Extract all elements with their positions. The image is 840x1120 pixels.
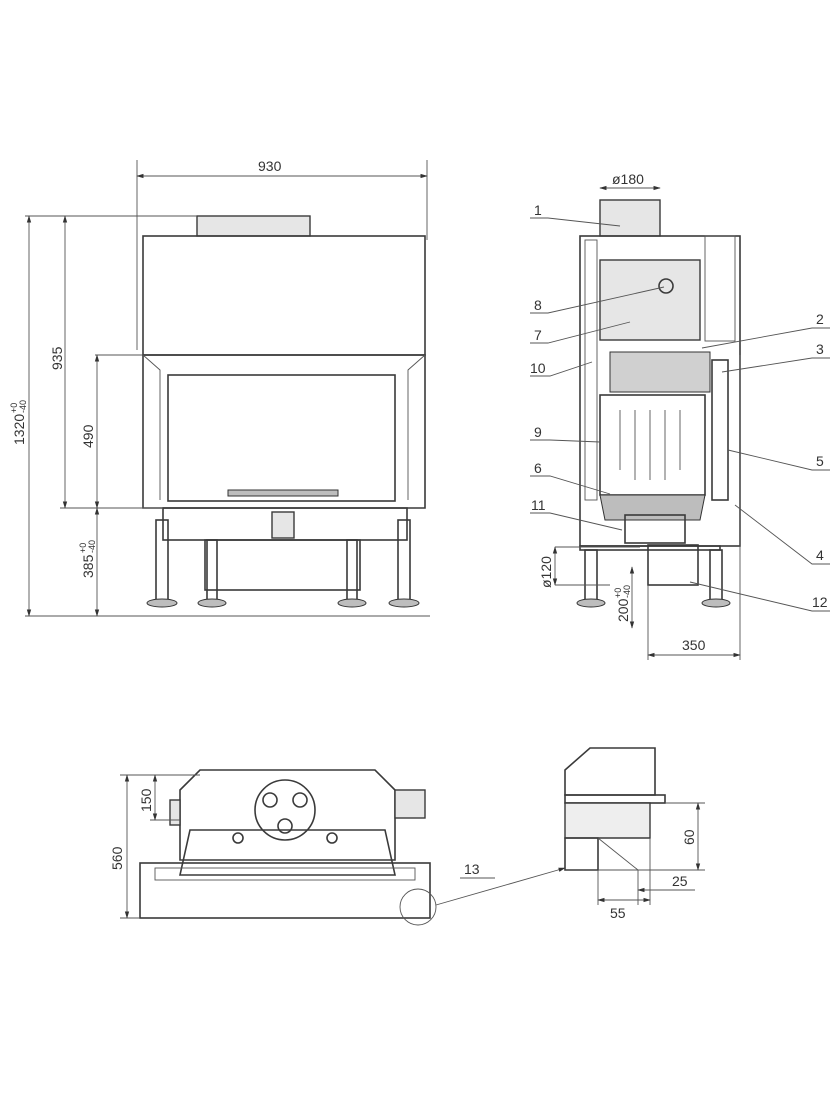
opening-height-dimension: 490 — [80, 424, 96, 448]
side-section-view: ø180 ø120 200 +0 -40 3 — [530, 171, 830, 660]
callout-2: 2 — [816, 311, 824, 327]
detail-inner-dimension: 25 — [672, 873, 688, 889]
callout-11: 11 — [531, 497, 546, 513]
plan-view: 560 150 13 — [109, 769, 566, 926]
depth-dimension: 350 — [682, 637, 706, 653]
legs — [146, 519, 420, 608]
base-height-dimension: 385 — [80, 554, 96, 578]
total-height-dimension: 1320 — [11, 414, 27, 445]
flue-outlet — [599, 199, 661, 237]
flue-diameter-dimension: ø180 — [612, 171, 644, 187]
plan-depth-dimension: 560 — [109, 846, 125, 870]
callout-5: 5 — [816, 453, 824, 469]
upper-hood — [142, 235, 426, 356]
firebox — [599, 394, 706, 496]
ash-box — [204, 539, 361, 591]
detail-callout-13: 13 — [464, 861, 480, 877]
flue-collar — [196, 215, 311, 237]
callout-7: 7 — [534, 327, 542, 343]
callout-6: 6 — [534, 460, 542, 476]
callout-10: 10 — [530, 360, 546, 376]
air-inlet — [647, 544, 699, 586]
callout-12: 12 — [812, 594, 828, 610]
air-inlet-diameter-dimension: ø120 — [538, 556, 554, 588]
callout-9: 9 — [534, 424, 542, 440]
detail-view: 60 25 55 — [564, 747, 705, 921]
detail-marker-circle — [399, 888, 437, 926]
svg-text:+0: +0 — [613, 588, 623, 598]
upper-height-dimension: 935 — [49, 346, 65, 370]
svg-text:-40: -40 — [622, 585, 632, 598]
plan-offset-dimension: 150 — [138, 788, 154, 812]
detail-outer-dimension: 55 — [610, 905, 626, 921]
callout-3: 3 — [816, 341, 824, 357]
door-frame — [142, 354, 426, 509]
callout-4: 4 — [816, 547, 824, 563]
heat-exchanger — [599, 259, 701, 341]
detail-height-dimension: 60 — [681, 829, 697, 845]
inlet-height-dimension: 200 — [615, 598, 631, 622]
front-view: 930 1320 +0 -40 935 490 385 — [9, 158, 430, 617]
callout-8: 8 — [534, 297, 542, 313]
svg-text:-40: -40 — [87, 540, 97, 553]
flue-circle — [254, 779, 316, 841]
svg-text:-40: -40 — [18, 400, 28, 413]
door-glass-side — [711, 359, 729, 501]
plan-frame — [139, 862, 431, 919]
callout-1: 1 — [534, 202, 542, 218]
width-dimension: 930 — [258, 158, 282, 174]
plan-body — [179, 769, 396, 861]
glass-door — [167, 374, 396, 502]
svg-text:+0: +0 — [9, 403, 19, 413]
svg-text:+0: +0 — [78, 543, 88, 553]
